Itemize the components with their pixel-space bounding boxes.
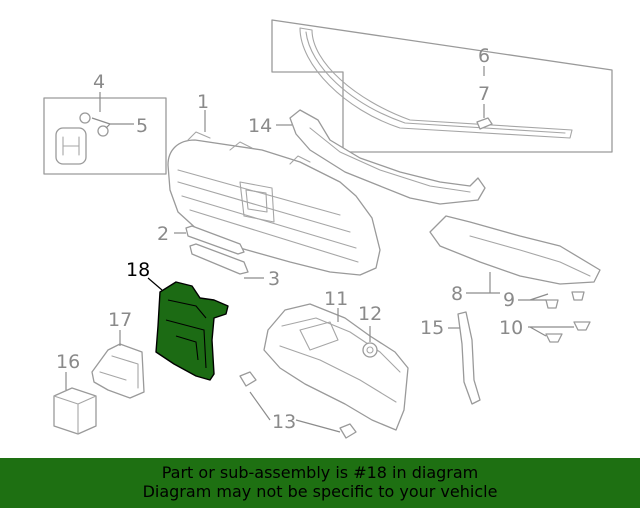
- part-17-sensor-bracket: [91, 343, 145, 399]
- callout-12: 12: [358, 303, 382, 325]
- footer-line-1: Part or sub-assembly is #18 in diagram: [161, 463, 479, 482]
- part-12-grommet: [362, 342, 378, 358]
- part-15-side-bracket: [457, 311, 481, 405]
- part-13-bolts: [239, 371, 357, 439]
- part-8-lower-cover: [429, 215, 601, 285]
- callout-3: 3: [268, 268, 280, 290]
- callout-14: 14: [248, 115, 272, 137]
- callout-1: 1: [197, 91, 209, 113]
- callout-11: 11: [324, 288, 348, 310]
- parts-diagram: 1 2 3 4 5 6 7 8 9 10 11 12 13 14 15 16 1…: [43, 19, 613, 439]
- part-9-clips: [545, 291, 585, 309]
- callout-7: 7: [478, 83, 490, 105]
- callout-17: 17: [108, 309, 132, 331]
- part-18-bracket-highlighted: [155, 281, 229, 381]
- callout-labels: 1 2 3 4 5 6 7 8 9 10 11 12 13 14 15 16 1…: [56, 45, 523, 433]
- part-7-clip: [476, 117, 493, 130]
- part-16-sensor: [53, 387, 97, 435]
- callout-2: 2: [157, 223, 169, 245]
- callout-8: 8: [451, 283, 463, 305]
- callout-16: 16: [56, 351, 80, 373]
- callout-13: 13: [272, 411, 296, 433]
- callout-18: 18: [126, 259, 150, 281]
- callout-15: 15: [420, 317, 444, 339]
- footer-banner: Part or sub-assembly is #18 in diagram D…: [0, 458, 640, 508]
- leader-lines: [65, 66, 574, 433]
- part-11-lower-bracket: [263, 303, 409, 431]
- callout-5: 5: [136, 115, 148, 137]
- part-3-trim: [189, 243, 249, 275]
- part-4-emblem-box: [43, 97, 167, 175]
- callout-4: 4: [93, 71, 105, 93]
- part-14-upper-bracket: [289, 109, 486, 205]
- part-1-grille: [167, 131, 381, 276]
- callout-10: 10: [499, 317, 523, 339]
- callout-6: 6: [478, 45, 490, 67]
- footer-line-2: Diagram may not be specific to your vehi…: [142, 482, 498, 501]
- callout-9: 9: [503, 289, 515, 311]
- part-10-clips: [545, 321, 591, 343]
- part-2-trim: [185, 225, 245, 255]
